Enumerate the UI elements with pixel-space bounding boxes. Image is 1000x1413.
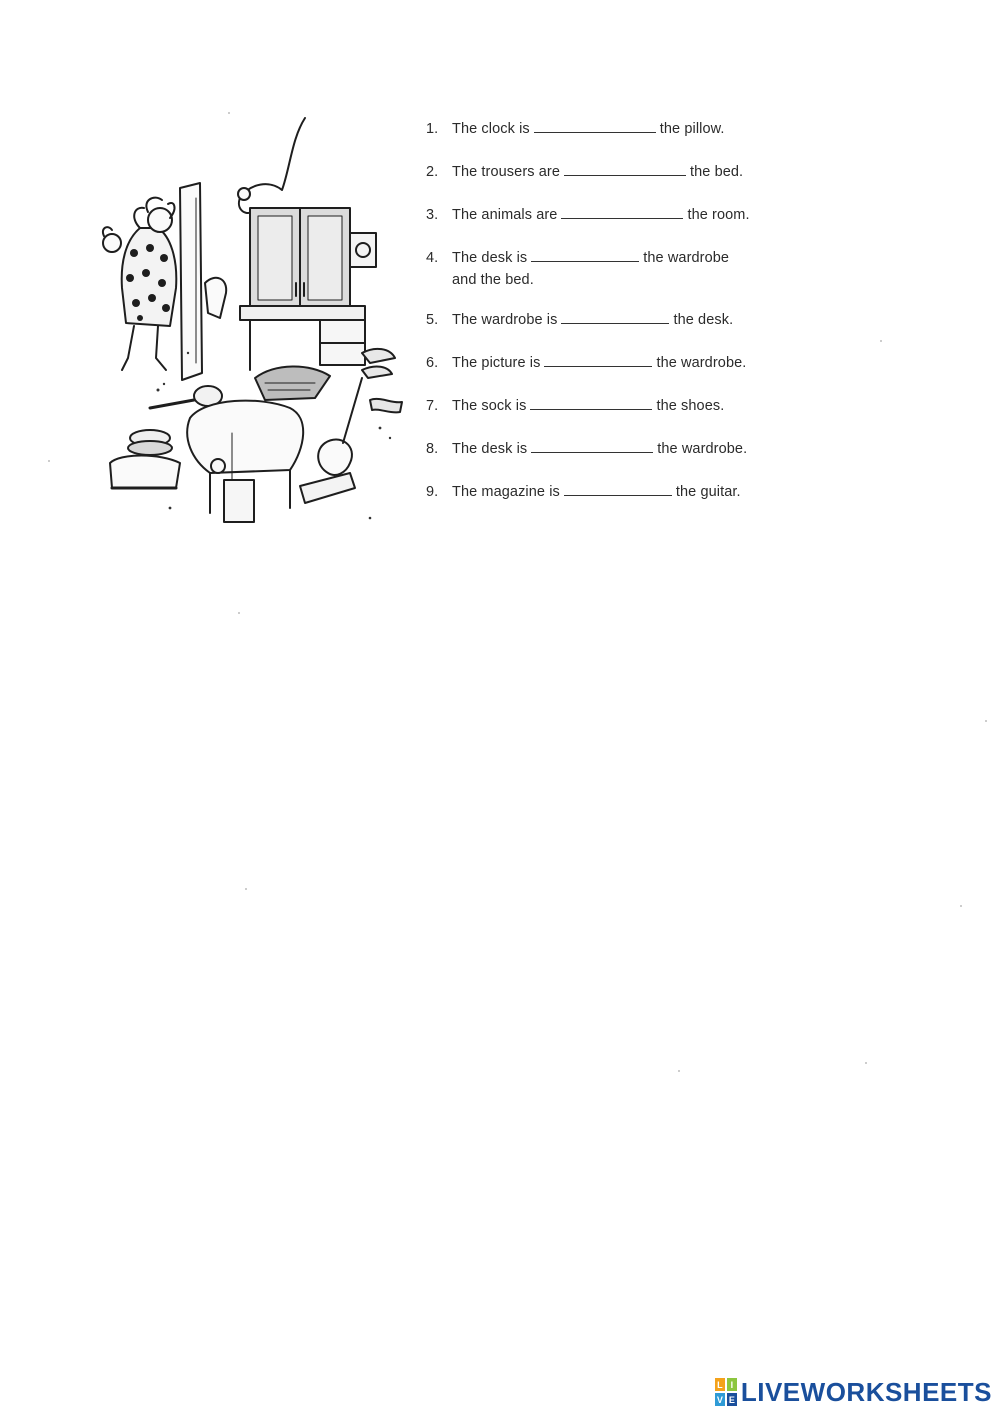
item-prompt: The desk is xyxy=(452,441,528,457)
item-number: 2. xyxy=(426,164,439,180)
answer-blank[interactable] xyxy=(563,161,686,176)
exercise-item: 6. The picture is the wardrobe. xyxy=(420,352,790,374)
scan-speck xyxy=(228,112,230,114)
scan-speck xyxy=(245,888,247,890)
item-number: 1. xyxy=(426,121,439,137)
answer-blank[interactable] xyxy=(533,118,656,133)
exercise-item: 4. The desk is the wardrobe and the bed. xyxy=(420,247,790,291)
exercise-item: 1. The clock is the pillow. xyxy=(420,118,790,140)
logo-mark-cell: E xyxy=(726,1393,737,1406)
item-number: 7. xyxy=(426,398,439,414)
item-ending: the wardrobe. xyxy=(656,355,747,371)
exercise-item: 5. The wardrobe is the desk. xyxy=(420,309,790,331)
item-prompt: The trousers are xyxy=(452,164,560,180)
answer-blank[interactable] xyxy=(561,204,684,219)
scan-speck xyxy=(48,460,50,462)
logo-text: LIVEWORKSHEETS xyxy=(740,1376,992,1407)
item-number: 4. xyxy=(426,250,439,266)
item-number: 5. xyxy=(426,312,439,328)
item-ending: the pillow. xyxy=(659,121,725,137)
answer-blank[interactable] xyxy=(544,352,653,367)
item-prompt: The magazine is xyxy=(452,484,560,500)
answer-blank[interactable] xyxy=(531,247,640,262)
messy-room-illustration xyxy=(102,117,403,523)
item-continuation: and the bed. xyxy=(452,272,534,288)
item-number: 9. xyxy=(426,484,439,500)
item-number: 6. xyxy=(426,355,439,371)
scan-speck xyxy=(985,720,987,722)
item-ending: the room. xyxy=(687,207,750,223)
item-ending: the desk. xyxy=(673,312,734,328)
scan-speck xyxy=(238,612,240,614)
item-ending: the shoes. xyxy=(656,398,725,414)
answer-blank[interactable] xyxy=(530,395,653,410)
scan-speck xyxy=(880,340,882,342)
exercise-list: 1. The clock is the pillow. 2. The trouse… xyxy=(420,118,790,524)
scan-speck xyxy=(865,1062,867,1064)
liveworksheets-logo[interactable]: L I V E LIVEWORKSHEETS xyxy=(714,1376,992,1407)
item-prompt: The wardrobe is xyxy=(452,312,558,328)
logo-mark-cell: L xyxy=(714,1378,725,1391)
exercise-item: 2. The trousers are the bed. xyxy=(420,161,790,183)
exercise-item: 7. The sock is the shoes. xyxy=(420,395,790,417)
exercise-item: 3. The animals are the room. xyxy=(420,204,790,226)
item-ending: the wardrobe. xyxy=(657,441,748,457)
item-prompt: The picture is xyxy=(452,355,541,371)
logo-mark-icon: L I V E xyxy=(714,1378,737,1406)
item-prompt: The clock is xyxy=(452,121,530,137)
item-prompt: The animals are xyxy=(452,207,558,223)
item-prompt: The sock is xyxy=(452,398,527,414)
item-number: 3. xyxy=(426,207,439,223)
item-ending: the bed. xyxy=(689,164,744,180)
item-number: 8. xyxy=(426,441,439,457)
answer-blank[interactable] xyxy=(563,481,672,496)
exercise-item: 8. The desk is the wardrobe. xyxy=(420,438,790,460)
logo-mark-cell: V xyxy=(714,1393,725,1406)
item-ending: the guitar. xyxy=(675,484,741,500)
scan-speck xyxy=(960,905,962,907)
item-ending: the wardrobe xyxy=(643,250,730,266)
exercise-item: 9. The magazine is the guitar. xyxy=(420,481,790,503)
answer-blank[interactable] xyxy=(561,309,670,324)
answer-blank[interactable] xyxy=(531,438,654,453)
logo-mark-cell: I xyxy=(726,1378,737,1391)
item-prompt: The desk is xyxy=(452,250,528,266)
scan-speck xyxy=(678,1070,680,1072)
